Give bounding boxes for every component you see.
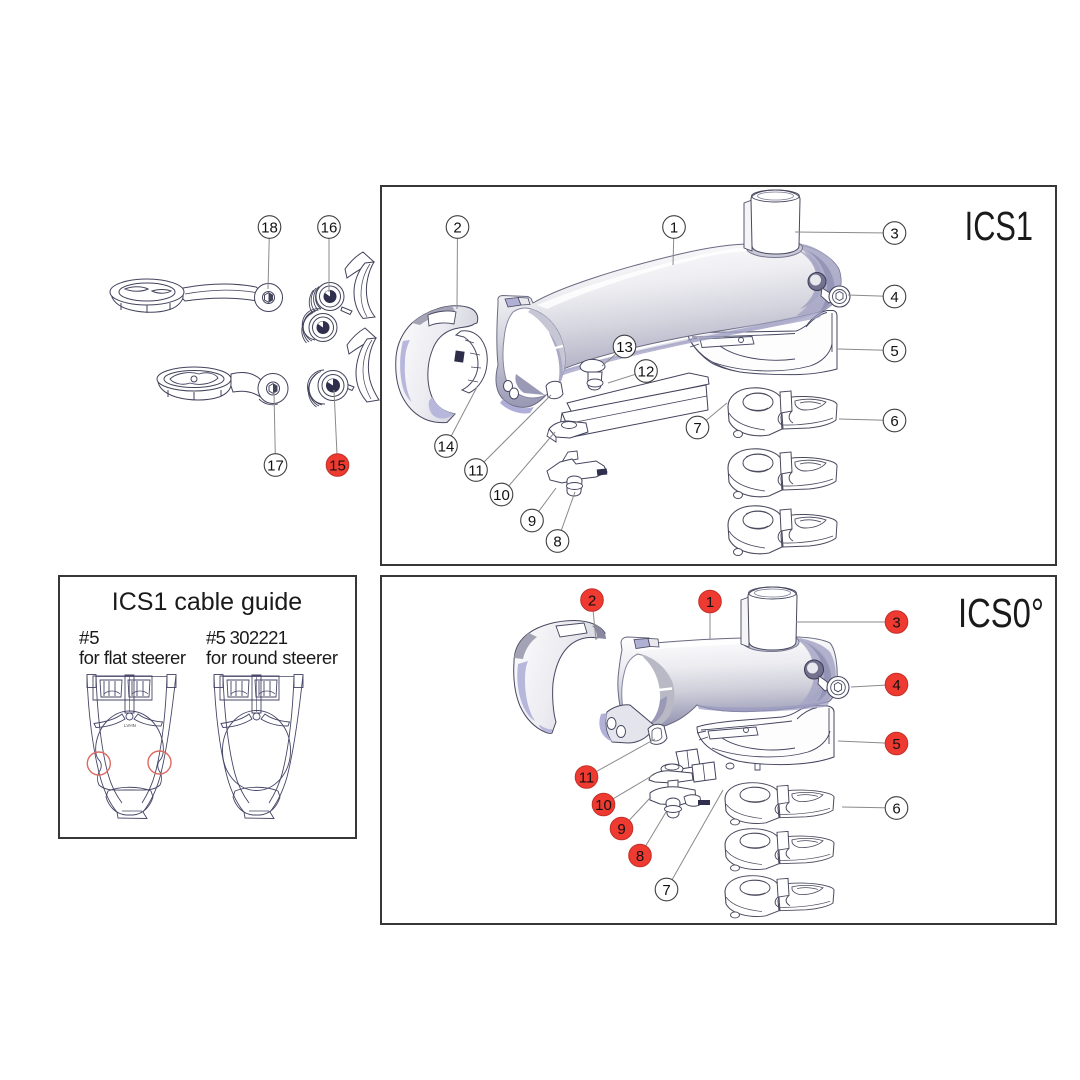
- svg-text:14: 14: [438, 438, 455, 455]
- svg-text:#5: #5: [79, 627, 100, 648]
- svg-text:16: 16: [321, 219, 338, 236]
- svg-text:8: 8: [636, 848, 644, 865]
- svg-text:8: 8: [553, 533, 561, 550]
- svg-text:6: 6: [890, 413, 898, 430]
- svg-text:1: 1: [706, 594, 714, 611]
- svg-text:18: 18: [261, 219, 278, 236]
- svg-text:3: 3: [892, 614, 900, 631]
- svg-text:ICS1 cable guide: ICS1 cable guide: [112, 588, 302, 616]
- svg-text:LVHN: LVHN: [124, 723, 136, 728]
- svg-text:10: 10: [595, 797, 612, 814]
- svg-text:5: 5: [892, 736, 900, 753]
- svg-text:2: 2: [453, 219, 461, 236]
- svg-text:11: 11: [579, 769, 595, 786]
- svg-text:3: 3: [890, 225, 898, 242]
- svg-text:ICS1: ICS1: [965, 203, 1033, 249]
- svg-text:5: 5: [890, 343, 898, 360]
- svg-text:4: 4: [892, 677, 900, 694]
- svg-text:4: 4: [890, 289, 898, 306]
- svg-text:10: 10: [493, 487, 510, 504]
- svg-text:6: 6: [892, 800, 900, 817]
- svg-text:2: 2: [588, 592, 596, 609]
- svg-text:13: 13: [616, 339, 633, 356]
- svg-text:17: 17: [267, 457, 284, 474]
- svg-text:12: 12: [638, 363, 655, 380]
- svg-text:7: 7: [693, 420, 701, 437]
- svg-text:11: 11: [468, 462, 484, 479]
- svg-text:for round steerer: for round steerer: [206, 647, 338, 668]
- svg-text:#5 302221: #5 302221: [206, 627, 288, 648]
- svg-text:9: 9: [617, 821, 625, 838]
- svg-text:15: 15: [329, 457, 346, 474]
- svg-text:9: 9: [528, 513, 536, 530]
- svg-text:for flat steerer: for flat steerer: [79, 647, 186, 668]
- svg-text:7: 7: [662, 882, 670, 899]
- svg-text:1: 1: [670, 219, 678, 236]
- svg-text:ICS0°: ICS0°: [958, 589, 1044, 635]
